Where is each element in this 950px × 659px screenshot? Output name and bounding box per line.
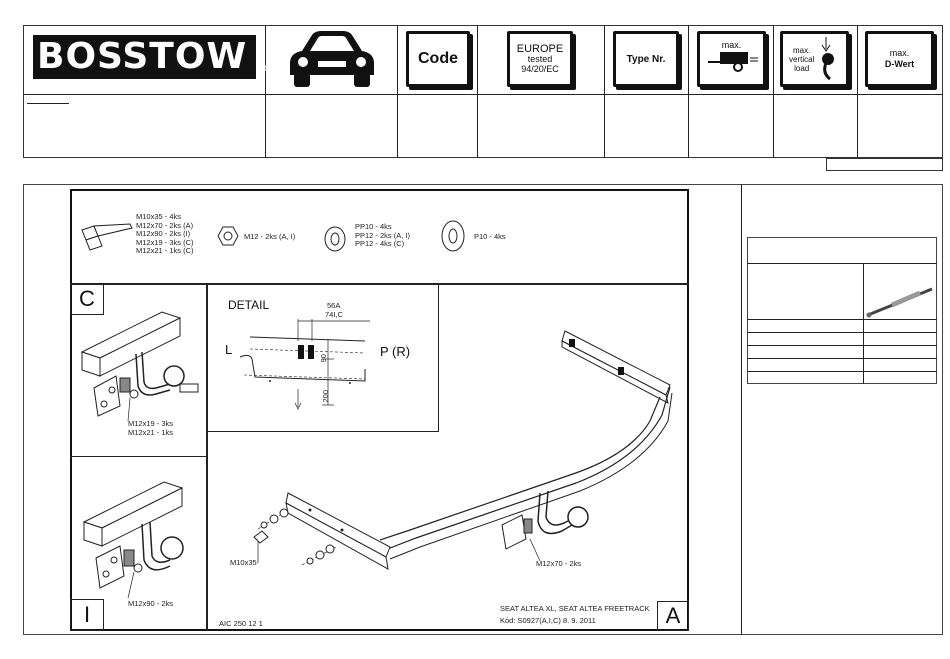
- bolt-spec-line: M12x70 - 2ks (A): [136, 220, 194, 230]
- washer-spec-line: PP10 - 4ks: [355, 222, 392, 231]
- brand-logo-reg: ®: [266, 37, 275, 49]
- max-vertical-line2: vertical: [789, 54, 815, 64]
- main-vehicle: SEAT ALTEA XL, SEAT ALTEA FREETRACK: [500, 604, 650, 613]
- max-trailer-label: max.: [721, 40, 742, 50]
- variant-c-label: M12x21 - 1ks: [128, 427, 174, 437]
- washer-flat-spec: P10 - 4ks: [474, 232, 506, 242]
- max-trailer-badge: max.: [697, 31, 766, 87]
- detail-box: [206, 283, 439, 432]
- header-col-divider: [688, 25, 689, 158]
- bolt-spec-list: M10x35 - 4ks M12x70 - 2ks (A) M12x90 - 2…: [136, 212, 194, 256]
- torque-wrench-icon: [866, 287, 933, 318]
- variant-a-letter-box: A: [657, 601, 689, 631]
- main-bolt-label: M10x35: [230, 558, 257, 567]
- washer-spec-list: PP10 - 4ks PP12 - 2ks (A, I) PP12 - 4ks …: [355, 222, 411, 249]
- main-kod: Kód: S0927(A,I,C) 8. 9. 2011: [500, 616, 596, 625]
- brand-logo-sub: bars: [264, 63, 282, 73]
- variant-a-letter: A: [665, 603, 681, 628]
- torque-table-col-line: [863, 263, 864, 384]
- europe-badge: EUROPE tested 94/20/EC: [507, 31, 573, 87]
- type-label: Type Nr.: [626, 53, 666, 65]
- bolt-spec-line: M12x21 - 1ks (C): [136, 246, 194, 255]
- main-towbar-drawing: [253, 330, 673, 570]
- max-d-badge: max. D-Wert: [865, 31, 934, 87]
- europe-line2: tested: [527, 54, 553, 64]
- max-d-line2: D-Wert: [884, 59, 915, 69]
- torque-table-line: [747, 371, 937, 372]
- inner-frame: [70, 189, 689, 631]
- europe-line1: EUROPE: [516, 43, 564, 55]
- drawing-frame: [23, 184, 943, 635]
- c-i-divider: [70, 456, 208, 457]
- washer-flat-icon: [441, 220, 465, 252]
- variant-i-label: M12x90 - 2ks: [128, 599, 174, 608]
- variant-i-drawing: [82, 481, 184, 599]
- bolt-icon: [81, 223, 133, 251]
- header-col-divider: [857, 25, 858, 158]
- detail-right-label: P (R): [380, 344, 411, 359]
- variant-i-letter: I: [83, 602, 91, 627]
- bolt-spec-line: M10x35 - 4ks: [136, 212, 182, 221]
- detail-title: DETAIL: [228, 298, 270, 312]
- type-badge: Type Nr.: [613, 31, 679, 87]
- max-vertical-line3: load: [794, 63, 810, 73]
- left-col-divider: [206, 283, 208, 631]
- main-aic: AIC 250 12 1: [219, 619, 263, 628]
- header-col-divider: [604, 25, 605, 158]
- variant-c-drawing: [80, 311, 199, 422]
- torque-table-line: [747, 263, 937, 264]
- header-col-divider: [397, 25, 398, 158]
- washer-flat-spec-line: P10 - 4ks: [474, 232, 506, 241]
- max-vertical-badge: max. vertical load: [780, 31, 849, 87]
- header-underline: [27, 103, 69, 104]
- brand-logo-text: BOSSTOW: [37, 36, 248, 77]
- torque-table-line: [747, 332, 937, 333]
- washer-spec-line: PP12 - 2ks (A, I): [355, 230, 411, 240]
- code-badge: Code: [406, 31, 470, 87]
- towball-arrow-icon: [821, 37, 835, 81]
- trailer-icon: [707, 52, 758, 72]
- nut-spec-line: M12 - 2ks (A, I): [244, 232, 296, 241]
- detail-drawing: [239, 319, 370, 410]
- header-frame: [23, 25, 943, 158]
- variant-c-labels: M12x19 - 3ks M12x21 - 1ks: [128, 419, 174, 437]
- nut-icon: [217, 226, 239, 246]
- washer-spec-line: PP12 - 4ks (C): [355, 239, 405, 248]
- bolt-spec-line: M12x19 - 3ks (C): [136, 237, 194, 247]
- header-col-divider: [265, 25, 266, 158]
- nut-spec: M12 - 2ks (A, I): [244, 232, 296, 242]
- main-right-label: M12x70 - 2ks: [536, 559, 582, 568]
- variant-c-letter: C: [79, 286, 95, 311]
- variant-i-letter-box: I: [70, 599, 104, 631]
- torque-table: [747, 237, 937, 384]
- detail-left-label: L: [225, 342, 233, 357]
- parts-row-divider: [70, 283, 689, 285]
- variant-c-letter-box: C: [70, 283, 104, 315]
- drawing-side-divider: [741, 184, 742, 635]
- header-divider: [23, 94, 943, 95]
- bolt-spec-line: M12x90 - 2ks (I): [136, 229, 191, 238]
- detail-dim-top1: 56A: [327, 301, 341, 310]
- code-label: Code: [418, 50, 458, 67]
- brand-logo: BOSSTOW bars ®: [33, 35, 282, 79]
- header-col-divider: [477, 25, 478, 158]
- car-icon: [290, 31, 374, 87]
- max-vertical-line1: max.: [793, 45, 811, 55]
- detail-dim-top2: 74I,C: [325, 310, 343, 319]
- header-col-divider: [773, 25, 774, 158]
- torque-table-line: [747, 345, 937, 346]
- max-d-line1: max.: [889, 48, 910, 58]
- variant-c-label: M12x19 - 3ks: [128, 419, 174, 428]
- washer-icon: [324, 226, 346, 252]
- torque-table-line: [747, 358, 937, 359]
- torque-table-line: [747, 319, 937, 320]
- europe-line3: 94/20/EC: [521, 64, 559, 74]
- header-extra-box: [826, 158, 943, 171]
